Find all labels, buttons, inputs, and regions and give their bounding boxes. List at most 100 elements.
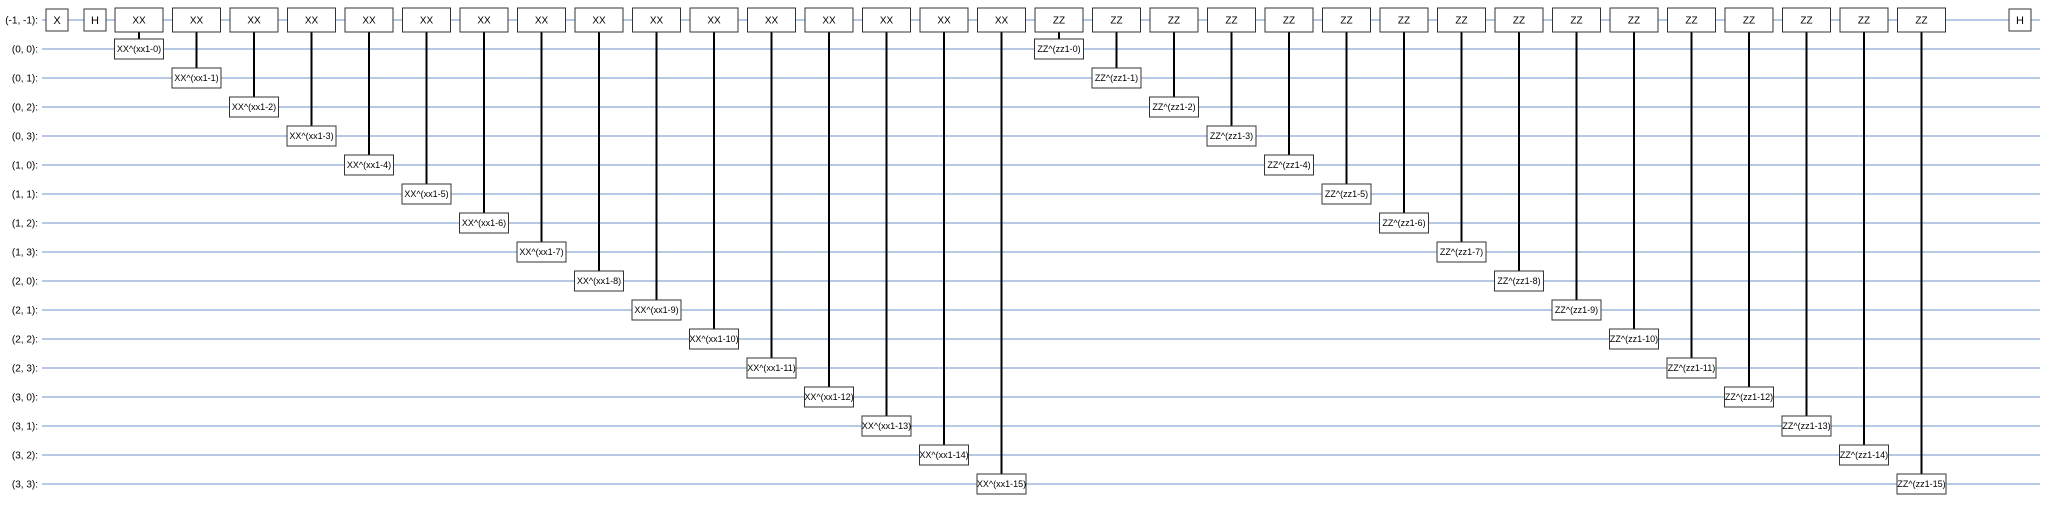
two-qubit-gate-top-label: XX (477, 16, 491, 27)
qubit-label: (1, 0): (12, 161, 38, 172)
two-qubit-gate-param-box (171, 67, 222, 89)
two-qubit-gate-param-label: ZZ^(zz1-9) (1555, 305, 1598, 315)
two-qubit-gate-param-box (401, 183, 452, 205)
two-qubit-gate-top-label: ZZ (1628, 16, 1640, 27)
two-qubit-gate-param-label: XX^(xx1-0) (117, 44, 161, 54)
two-qubit-gate-param-box (1839, 444, 1889, 466)
two-qubit-gate-top-box (172, 7, 221, 33)
two-qubit-gate-param-label: XX^(xx1-8) (577, 276, 621, 286)
two-qubit-gate-param-label: XX^(xx1-6) (462, 218, 506, 228)
qubit-label: (2, 0): (12, 277, 38, 288)
two-qubit-gate-param-label: XX^(xx1-9) (634, 305, 678, 315)
two-qubit-gate-param-label: XX^(xx1-15) (977, 479, 1026, 489)
two-qubit-gate-top-label: XX (592, 16, 606, 27)
qubit-label: (3, 1): (12, 422, 38, 433)
two-qubit-gate-top-box (517, 7, 566, 33)
two-qubit-gate-top-box (229, 7, 279, 33)
two-qubit-gate-top-box (977, 7, 1026, 33)
two-qubit-gate-top-label: XX (305, 16, 319, 27)
two-qubit-gate-param-box (1724, 386, 1774, 408)
two-qubit-gate-param-box (919, 444, 969, 466)
two-qubit-gate-param-box (1609, 328, 1659, 350)
two-qubit-gate-top-label: ZZ (1800, 16, 1812, 27)
two-qubit-gate-top-label: ZZ (1283, 16, 1295, 27)
two-qubit-gate-param-label: XX^(xx1-7) (519, 247, 563, 257)
two-qubit-gate-param-label: ZZ^(zz1-4) (1267, 160, 1310, 170)
two-qubit-gate-top-label: XX (535, 16, 549, 27)
single-qubit-gate-label: H (91, 15, 99, 27)
two-qubit-gate-top-label: ZZ (1858, 16, 1870, 27)
two-qubit-gate-param-label: ZZ^(zz1-14) (1840, 450, 1888, 460)
two-qubit-gate-top-box (1437, 7, 1486, 33)
two-qubit-gate-top-box (862, 7, 911, 33)
two-qubit-gate-param-box (1781, 415, 1832, 437)
two-qubit-gate-top-box (919, 7, 969, 33)
two-qubit-gate-top-box (1667, 7, 1716, 33)
two-qubit-gate-param-label: XX^(xx1-2) (232, 102, 276, 112)
two-qubit-gate-param-box (1149, 96, 1199, 118)
two-qubit-gate-param-box (861, 415, 912, 437)
two-qubit-gate-param-label: ZZ^(zz1-6) (1382, 218, 1425, 228)
two-qubit-gate-top-box (747, 7, 796, 33)
two-qubit-gate-param-label: ZZ^(zz1-11) (1668, 363, 1716, 373)
qubit-label: (0, 2): (12, 103, 38, 114)
two-qubit-gate-top-label: XX (190, 16, 204, 27)
two-qubit-gate-top-box (804, 7, 854, 33)
two-qubit-gate-param-box (1896, 473, 1947, 495)
two-qubit-gate-top-box (1552, 7, 1601, 33)
qubit-label: (2, 1): (12, 306, 38, 317)
two-qubit-gate-param-label: XX^(xx1-12) (804, 392, 853, 402)
two-qubit-gate-param-label: ZZ^(zz1-13) (1782, 421, 1830, 431)
qubit-label: (0, 0): (12, 45, 38, 56)
qubit-labels: (-1, -1):(0, 0):(0, 1):(0, 2):(0, 3):(1,… (5, 16, 38, 491)
single-qubit-gate-label: X (53, 15, 61, 27)
two-qubit-gate-param-label: ZZ^(zz1-5) (1325, 189, 1368, 199)
two-qubit-gate-top-box (1092, 7, 1141, 33)
two-qubit-gate-param-box (516, 241, 567, 263)
two-qubit-gate-param-label: ZZ^(zz1-3) (1210, 131, 1253, 141)
two-qubit-gate-param-label: XX^(xx1-11) (747, 363, 796, 373)
two-qubit-gate-top-box (1149, 7, 1199, 33)
two-qubit-gate-top-label: ZZ (1053, 16, 1065, 27)
two-qubit-gate-top-box (1724, 7, 1774, 33)
two-qubit-gate-param-box (689, 328, 739, 350)
two-qubit-gate-top-label: ZZ (1398, 16, 1410, 27)
qubit-label: (1, 3): (12, 248, 38, 259)
two-qubit-gate-top-label: XX (822, 16, 836, 27)
gate-connectors (138, 20, 1923, 484)
two-qubit-gate-param-box (1034, 38, 1084, 60)
two-qubit-gate-top-label: ZZ (1110, 16, 1122, 27)
two-qubit-gate-param-label: ZZ^(zz1-15) (1897, 479, 1945, 489)
two-qubit-gate-param-box (1321, 183, 1372, 205)
two-qubit-gate-param-box (1551, 299, 1602, 321)
two-qubit-gate-top-label: ZZ (1915, 16, 1927, 27)
two-qubit-gate-param-box (804, 386, 854, 408)
two-qubit-gate-top-label: XX (362, 16, 376, 27)
two-qubit-gate-top-box (344, 7, 394, 33)
two-qubit-gate-param-label: XX^(xx1-4) (347, 160, 391, 170)
two-qubit-gate-top-box (1034, 7, 1084, 33)
two-qubit-gate-top-label: XX (995, 16, 1009, 27)
two-qubit-gate-param-label: ZZ^(zz1-7) (1440, 247, 1483, 257)
two-qubit-gate-param-box (1666, 357, 1717, 379)
two-qubit-gate-param-box (1494, 270, 1544, 292)
two-qubit-gate-top-box (114, 7, 164, 33)
qubit-label: (3, 0): (12, 393, 38, 404)
qubit-label: (1, 2): (12, 219, 38, 230)
two-qubit-gate-top-box (1494, 7, 1544, 33)
two-qubit-gate-top-label: XX (132, 16, 146, 27)
qubit-label: (3, 2): (12, 451, 38, 462)
two-qubit-gate-top-label: ZZ (1513, 16, 1525, 27)
qubit-label: (0, 1): (12, 74, 38, 85)
two-qubit-gate-param-label: XX^(xx1-1) (174, 73, 218, 83)
two-qubit-gate-top-box (459, 7, 509, 33)
two-qubit-gate-top-box (574, 7, 624, 33)
qubit-label: (3, 3): (12, 480, 38, 491)
two-qubit-gate-top-box (689, 7, 739, 33)
two-qubit-gate-top-label: XX (650, 16, 664, 27)
two-qubit-gate-top-label: ZZ (1570, 16, 1582, 27)
two-qubit-gate-param-box (1436, 241, 1487, 263)
two-qubit-gate-top-label: ZZ (1225, 16, 1237, 27)
two-qubit-gate-top-label: XX (765, 16, 779, 27)
